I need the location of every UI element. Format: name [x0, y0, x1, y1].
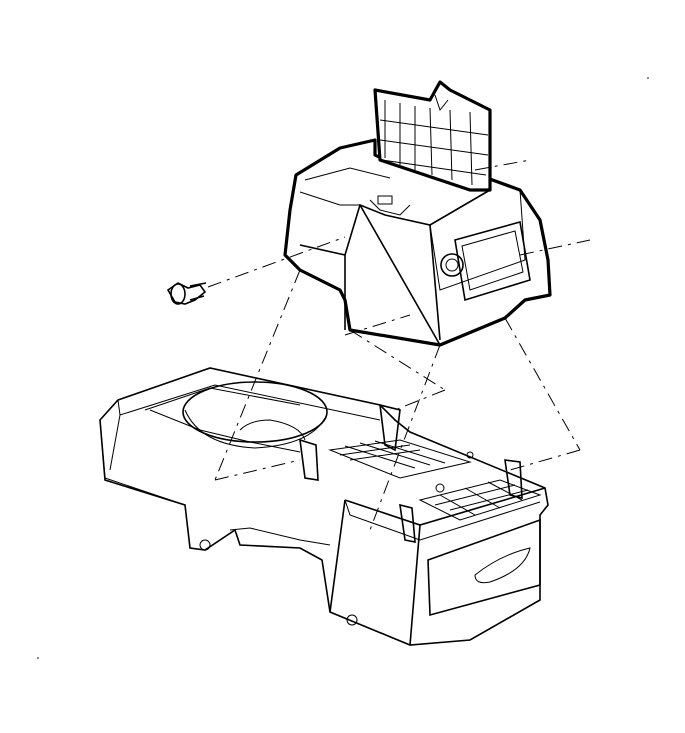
retaining-screw	[166, 282, 207, 305]
console-base-front	[199, 403, 546, 646]
assembly-leader-lines	[207, 159, 591, 531]
lid-door-open	[373, 80, 492, 192]
front-storage-pocket	[427, 518, 541, 617]
power-outlet-socket	[440, 253, 464, 277]
floor-console-base	[99, 367, 549, 646]
scan-specks	[37, 77, 649, 659]
